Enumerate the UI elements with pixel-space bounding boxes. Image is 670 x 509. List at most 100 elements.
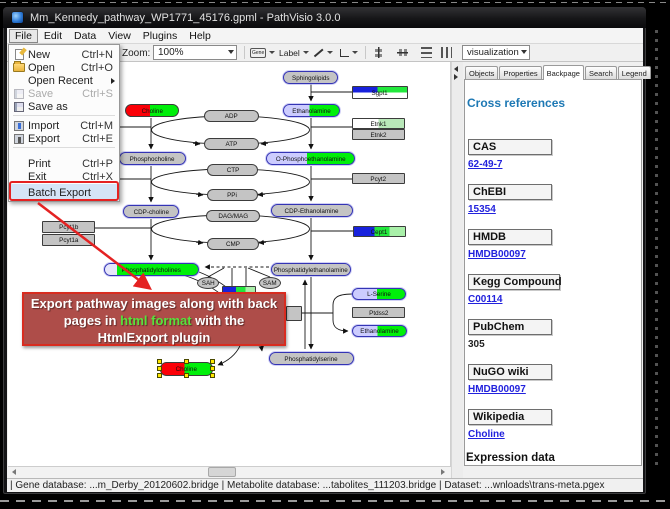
distribute-vertical-button[interactable] (441, 45, 452, 60)
title-bar[interactable]: Mm_Kennedy_pathway_WP1771_45176.gpml - P… (3, 7, 646, 28)
selection-handle[interactable] (210, 373, 215, 378)
visualization-combobox[interactable]: visualization (462, 45, 530, 60)
file-menu-item-save-as[interactable]: Save as (10, 100, 119, 113)
distribute-horizontal-icon (421, 47, 432, 58)
scroll-left-icon[interactable] (12, 469, 16, 475)
pathway-node-ethanolamine[interactable]: Ethanolamine (283, 104, 340, 117)
status-bar: | Gene database: ...m_Derby_20120602.bri… (7, 478, 643, 492)
node-label: ATP (225, 140, 238, 148)
menu-item-label: Exit (28, 170, 47, 183)
selection-handle[interactable] (183, 359, 189, 364)
pathway-node-ctp[interactable]: CTP (207, 164, 258, 176)
align-middle-button[interactable] (397, 45, 408, 60)
reference-link-15354[interactable]: 15354 (468, 204, 496, 215)
reference-source-hmdb: HMDB (468, 229, 552, 245)
node-label: CDP-Ethanolamine (285, 207, 339, 214)
label-tool-button[interactable]: Label (279, 45, 309, 60)
tab-backpage[interactable]: Backpage (542, 65, 584, 80)
screenshot-artifact-bottom (0, 500, 670, 502)
selection-handle[interactable] (183, 373, 189, 378)
reference-link-c00114[interactable]: C00114 (468, 294, 503, 305)
reference-link-hmdb00097[interactable]: HMDB00097 (468, 384, 526, 395)
menu-separator (13, 115, 115, 116)
pathway-node-sphingolipids[interactable]: Sphingolipids (283, 71, 338, 84)
pathway-node-etnk2[interactable]: Etnk2 (352, 129, 405, 140)
panel-splitter[interactable] (451, 62, 463, 478)
pathway-node-choline[interactable]: Choline (125, 104, 179, 117)
pathway-node-phosphatidylethanolamine[interactable]: Phosphatidylethanolamine (271, 263, 351, 276)
pathway-node-cmp[interactable]: CMP (207, 238, 259, 250)
file-menu-item-batch-export[interactable]: Batch Export (10, 184, 119, 201)
app-icon (12, 12, 23, 23)
menubar-item-file[interactable]: File (9, 28, 38, 43)
line-tool-button[interactable] (313, 45, 333, 60)
selection-handle[interactable] (210, 366, 215, 371)
pathway-node-sam[interactable]: SAM (259, 277, 281, 289)
tab-objects[interactable]: Objects (465, 66, 499, 79)
pathway-node-cept1[interactable]: Cept1 (353, 226, 406, 237)
pathway-node-etnk1[interactable]: Etnk1 (352, 118, 405, 129)
pathway-node-ppi[interactable]: PPi (207, 189, 258, 201)
zoom-dropdown-icon (228, 50, 234, 54)
menu-item-label: New (28, 48, 51, 61)
pathway-node-atp[interactable]: ATP (204, 138, 259, 150)
zoom-combobox[interactable]: 100% (153, 45, 237, 60)
node-label: Choline (175, 365, 198, 373)
import-icon (14, 120, 24, 131)
node-label: Sgpl1 (371, 89, 389, 96)
reference-link-62-49-7[interactable]: 62-49-7 (468, 159, 503, 170)
menubar-item-view[interactable]: View (108, 29, 131, 42)
splitter-collapse-right-icon[interactable] (454, 74, 458, 80)
pathway-node-cdp-ethanolamine[interactable]: CDP-Ethanolamine (271, 204, 353, 217)
pathway-node-phosphocholine[interactable]: Phosphocholine (119, 152, 186, 165)
splitter-collapse-left-icon[interactable] (454, 66, 458, 72)
pathway-node-sah[interactable]: SAH (197, 277, 219, 289)
reference-link-choline[interactable]: Choline (468, 429, 505, 440)
tab-legend[interactable]: Legend (617, 66, 651, 79)
menu-item-shortcut: Ctrl+M (80, 119, 113, 132)
visualization-value: visualization (467, 47, 519, 58)
node-label: SAH (201, 279, 215, 287)
pathway-node-pcyt2[interactable]: Pcyt2 (352, 173, 405, 184)
connector-tool-button[interactable] (340, 45, 358, 60)
menubar-item-plugins[interactable]: Plugins (142, 29, 178, 42)
align-center-button[interactable] (373, 45, 384, 60)
tab-search[interactable]: Search (584, 66, 617, 79)
selection-handle[interactable] (157, 366, 162, 371)
reference-link-hmdb00097[interactable]: HMDB00097 (468, 249, 526, 260)
pathway-node-cdp-choline[interactable]: CDP-choline (123, 205, 179, 218)
menubar-item-help[interactable]: Help (189, 29, 211, 42)
tab-properties[interactable]: Properties (499, 66, 542, 79)
menu-bar: File Edit Data View Plugins Help (7, 28, 643, 44)
menubar-item-edit[interactable]: Edit (43, 29, 63, 42)
pathway-node-dag-mag[interactable]: DAG/MAG (206, 210, 260, 222)
selection-handle[interactable] (210, 359, 215, 364)
screenshot-artifact-right (655, 30, 658, 470)
pathway-node-ptdss2[interactable]: Ptdss2 (352, 307, 405, 318)
selection-handle[interactable] (157, 359, 162, 364)
pathway-node-sgpl1[interactable]: Sgpl1 (352, 86, 408, 99)
pathway-node-fragment[interactable] (286, 306, 302, 321)
pathway-node-o-phosphoethanolamine[interactable]: O-Phosphoethanolamine (266, 152, 355, 165)
menubar-item-data[interactable]: Data (74, 29, 97, 42)
label-tool-text: Label (279, 47, 300, 58)
canvas-scrollbar-thumb[interactable] (208, 467, 236, 477)
pathway-node-phosphatidylserine[interactable]: Phosphatidylserine (269, 352, 354, 365)
pathway-node-ethanolamine[interactable]: Ethanolamine (352, 325, 407, 337)
pathway-node-adp[interactable]: ADP (204, 110, 259, 122)
datanode-type-button[interactable]: Gene (250, 45, 276, 60)
pathway-node-l-serine[interactable]: L-Serine (352, 288, 406, 300)
file-menu-item-open-recent[interactable]: Open Recent (10, 74, 119, 87)
selection-handle[interactable] (157, 373, 162, 378)
scroll-right-icon[interactable] (441, 469, 445, 475)
reference-source-pubchem: PubChem (468, 319, 552, 335)
distribute-horizontal-button[interactable] (421, 45, 432, 60)
